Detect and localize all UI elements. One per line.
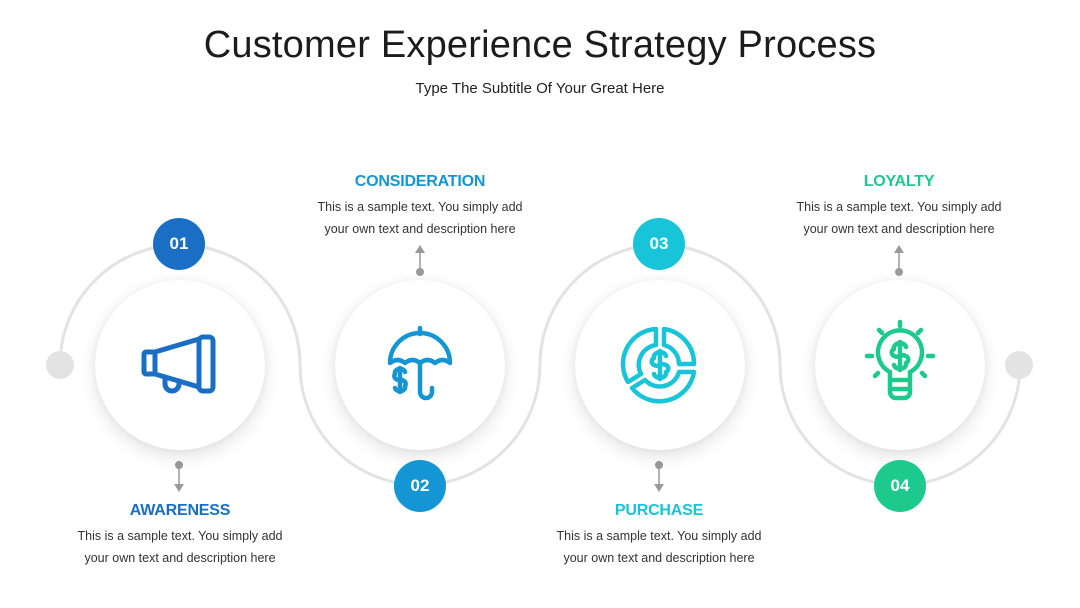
step-desc-line: This is a sample text. You simply add [317,200,523,214]
step-circle-awareness [95,280,265,450]
megaphone-icon [141,334,216,394]
track-start-dot [46,351,74,379]
step-desc-loyalty: This is a sample text. You simply add yo… [779,196,1019,240]
page-title: Customer Experience Strategy Process [203,24,877,66]
track-end-dot [1005,351,1033,379]
step-label-awareness: AWARENESS [129,502,231,519]
arrow-loyalty [894,245,904,276]
step-circle-loyalty [815,280,985,450]
step-desc-awareness: This is a sample text. You simply add yo… [60,525,300,569]
step-desc-consideration: This is a sample text. You simply add yo… [300,196,540,240]
dollar-pie-chart-icon [620,326,697,404]
step-badge-04: 04 [874,460,926,512]
step-desc-line: your own text and description here [563,551,755,565]
step-desc-line: your own text and description here [803,222,995,236]
step-desc-line: your own text and description here [324,222,516,236]
step-circle-consideration [335,280,505,450]
step-badge-03: 03 [633,218,685,270]
step-badge-01: 01 [153,218,205,270]
step-label-purchase: PURCHASE [614,502,704,519]
page-subtitle: Type The Subtitle Of Your Great Here [415,80,665,97]
step-desc-purchase: This is a sample text. You simply add yo… [539,525,779,569]
step-desc-line: This is a sample text. You simply add [796,200,1002,214]
step-desc-line: This is a sample text. You simply add [77,529,283,543]
step-badge-02: 02 [394,460,446,512]
step-circle-purchase [575,280,745,450]
lightbulb-dollar-icon [864,319,936,401]
step-label-consideration: CONSIDERATION [354,173,486,190]
umbrella-dollar-icon [387,325,453,401]
arrow-consideration [415,245,425,276]
step-desc-line: This is a sample text. You simply add [556,529,762,543]
step-desc-line: your own text and description here [84,551,276,565]
arrow-purchase [654,461,664,492]
arrow-awareness [174,461,184,492]
step-label-loyalty: LOYALTY [863,173,935,190]
track-line [58,243,1022,487]
